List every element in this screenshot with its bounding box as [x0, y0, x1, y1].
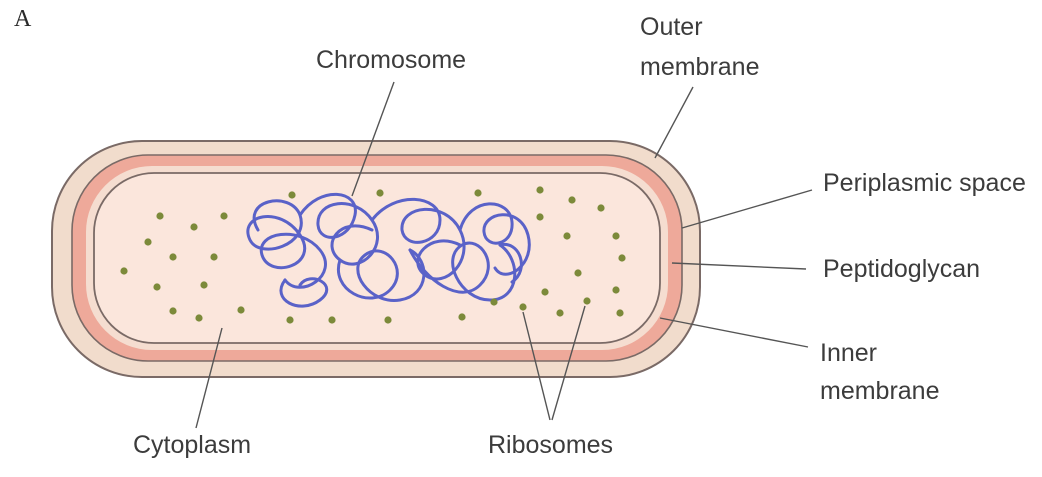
inner-membrane-label-line1: Inner: [820, 338, 877, 368]
inner-membrane-label-line2: membrane: [820, 376, 940, 406]
cytoplasm-label: Cytoplasm: [133, 430, 251, 460]
outer-membrane-label-line1: Outer: [640, 12, 703, 42]
outer-membrane-leader: [655, 87, 693, 158]
chromosome-label: Chromosome: [316, 45, 466, 75]
periplasmic-space-label: Periplasmic space: [823, 168, 1026, 198]
peptidoglycan-label: Peptidoglycan: [823, 254, 980, 284]
periplasmic-leader: [682, 190, 812, 228]
panel-letter: A: [14, 6, 31, 33]
ribosomes-label: Ribosomes: [488, 430, 613, 460]
outer-membrane-label-line2: membrane: [640, 52, 760, 82]
